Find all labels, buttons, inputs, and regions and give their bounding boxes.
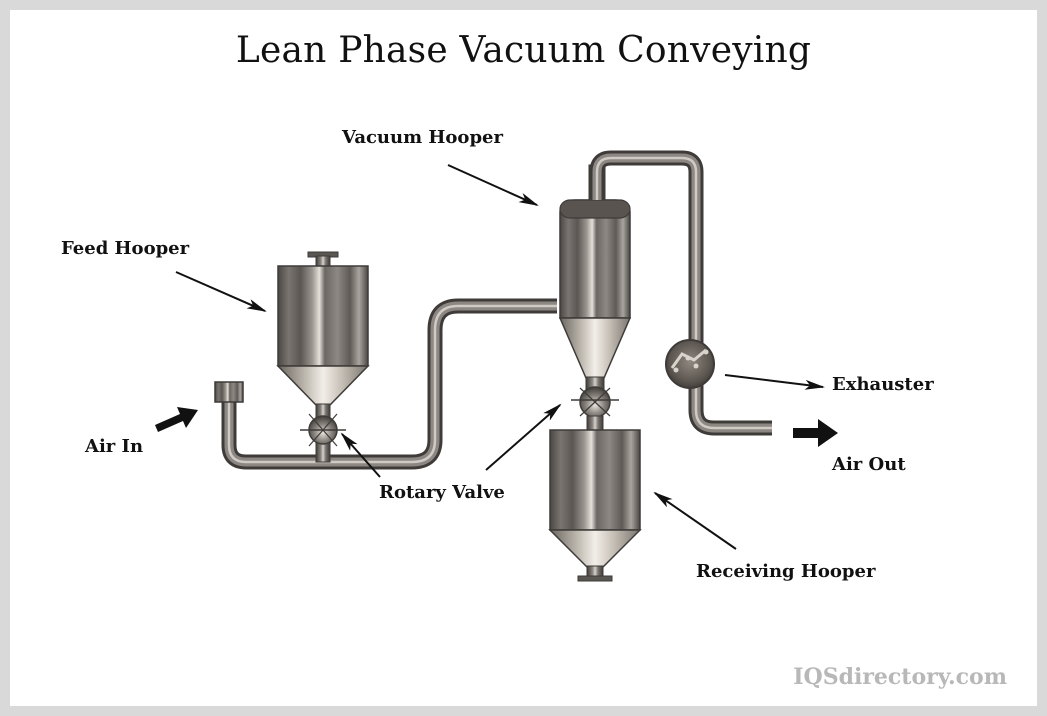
feed-hooper-pointer <box>175 271 267 312</box>
exhauster-blower <box>665 339 715 389</box>
diagram-title: Lean Phase Vacuum Conveying <box>235 30 812 71</box>
label-exhauster: Exhauster <box>832 374 934 395</box>
label-rotary-valve: Rotary Valve <box>379 482 505 503</box>
receiving-hooper-vessel <box>548 429 642 582</box>
air-in-arrow-icon <box>155 407 198 432</box>
label-receiving-hooper: Receiving Hooper <box>696 561 876 582</box>
rotary-valve-pointer-left <box>340 432 381 478</box>
watermark-logo: IQSdirectory.com <box>793 664 1007 690</box>
air-inlet-cap <box>214 381 244 403</box>
rotary-valve-receiving <box>571 386 619 433</box>
leader-arrows <box>175 164 825 550</box>
air-out-arrow-icon <box>793 419 838 447</box>
receiving-hooper-pointer <box>653 491 737 550</box>
label-air-out: Air Out <box>832 454 906 475</box>
exhaust-duct <box>589 150 772 436</box>
label-feed-hooper: Feed Hooper <box>61 238 190 259</box>
exhauster-pointer <box>724 374 825 390</box>
feed-pipeline <box>214 298 557 470</box>
rotary-valve-pointer-right <box>485 403 562 471</box>
diagram-canvas <box>10 10 1037 706</box>
rotary-valve-feed <box>300 413 346 447</box>
label-vacuum-hooper: Vacuum Hooper <box>342 127 503 148</box>
vacuum-hooper-pointer <box>447 164 539 206</box>
label-air-in: Air In <box>85 436 144 457</box>
